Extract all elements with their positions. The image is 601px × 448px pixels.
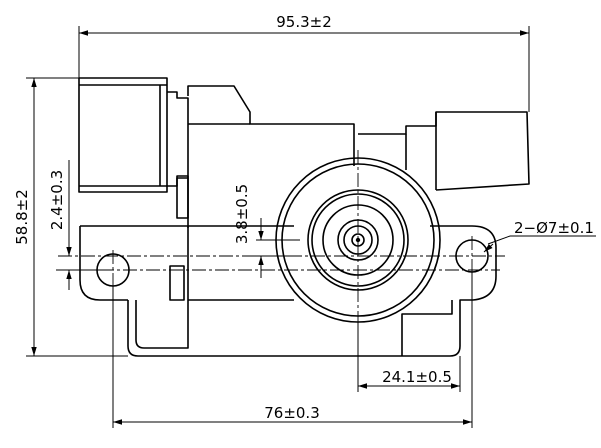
connector-body [78, 77, 168, 193]
dimension-labels: 95.3±2 58.8±2 2.4±0.3 3.8±0.5 2−Ø7±0.1 2… [13, 13, 594, 422]
dim-overall-width: 95.3±2 [276, 13, 332, 31]
dim-offset-left: 2.4±0.3 [48, 170, 66, 230]
dim-hole-spacing: 76±0.3 [264, 404, 320, 422]
dim-hole-spec: 2−Ø7±0.1 [514, 219, 594, 237]
dim-outlet-offset: 24.1±0.5 [382, 368, 452, 386]
part-outline [78, 77, 530, 357]
dim-overall-height: 58.8±2 [13, 189, 31, 245]
dim-offset-center: 3.8±0.5 [233, 184, 251, 244]
center-lines [58, 150, 505, 340]
dimension-lines [26, 26, 596, 428]
